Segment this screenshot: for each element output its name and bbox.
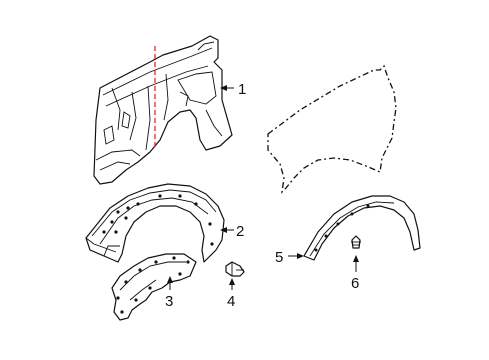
retainer-part-4 bbox=[225, 261, 245, 277]
callout-3: 3 bbox=[165, 293, 173, 310]
fastener-part-6 bbox=[351, 235, 361, 249]
callout-1: 1 bbox=[238, 81, 246, 98]
fender-outline bbox=[267, 64, 397, 194]
wheelhouse-liner-part-2 bbox=[85, 183, 225, 263]
leader-lines bbox=[167, 85, 359, 290]
wheel-flare-part-5 bbox=[303, 195, 421, 261]
callout-6: 6 bbox=[351, 275, 359, 292]
callout-4: 4 bbox=[227, 293, 235, 310]
inner-panel-part-1 bbox=[93, 35, 233, 185]
callout-2: 2 bbox=[236, 223, 244, 240]
callout-5: 5 bbox=[275, 249, 283, 266]
splash-shield-part-3 bbox=[111, 253, 197, 321]
